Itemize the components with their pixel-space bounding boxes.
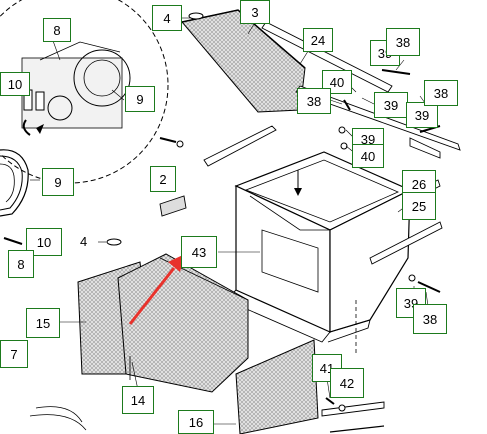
callout-43[interactable]: 43	[181, 236, 217, 268]
callout-2[interactable]: 2	[150, 166, 176, 192]
engine-inset	[0, 0, 169, 184]
callout-9-inset[interactable]: 9	[125, 86, 155, 112]
callout-24[interactable]: 24	[303, 28, 333, 52]
hopper-frame	[225, 151, 412, 356]
callout-14[interactable]: 14	[122, 386, 154, 414]
belts-left	[0, 149, 29, 217]
callout-8-left[interactable]: 8	[8, 250, 34, 278]
bolts	[3, 12, 441, 412]
callout-10-inset[interactable]: 10	[0, 72, 30, 96]
callout-16[interactable]: 16	[178, 410, 214, 434]
callout-39-c[interactable]: 39	[406, 102, 438, 128]
callout-9-left[interactable]: 9	[42, 168, 74, 196]
callout-39-b[interactable]: 39	[374, 92, 408, 118]
highlight-arrow	[128, 254, 185, 325]
mesh-panels	[77, 253, 319, 434]
callout-3[interactable]: 3	[240, 0, 270, 24]
callout-15[interactable]: 15	[26, 308, 60, 338]
callout-25[interactable]: 25	[402, 192, 436, 220]
callout-4-top[interactable]: 4	[152, 5, 182, 31]
callout-38-e[interactable]: 38	[413, 304, 447, 334]
bracket-2	[159, 195, 187, 217]
callout-42[interactable]: 42	[330, 368, 364, 398]
mesh-screen-top	[181, 9, 306, 113]
callout-38-a[interactable]: 38	[386, 28, 420, 56]
bottom-left-panel	[29, 406, 87, 431]
callout-38-c[interactable]: 38	[424, 80, 458, 106]
callout-38-b[interactable]: 38	[297, 88, 331, 114]
callout-40-b[interactable]: 40	[352, 144, 384, 168]
upper-rails	[203, 21, 461, 167]
callout-8-inset[interactable]: 8	[43, 18, 71, 42]
callout-7[interactable]: 7	[0, 340, 28, 368]
label-4-mid[interactable]: 4	[80, 234, 88, 249]
